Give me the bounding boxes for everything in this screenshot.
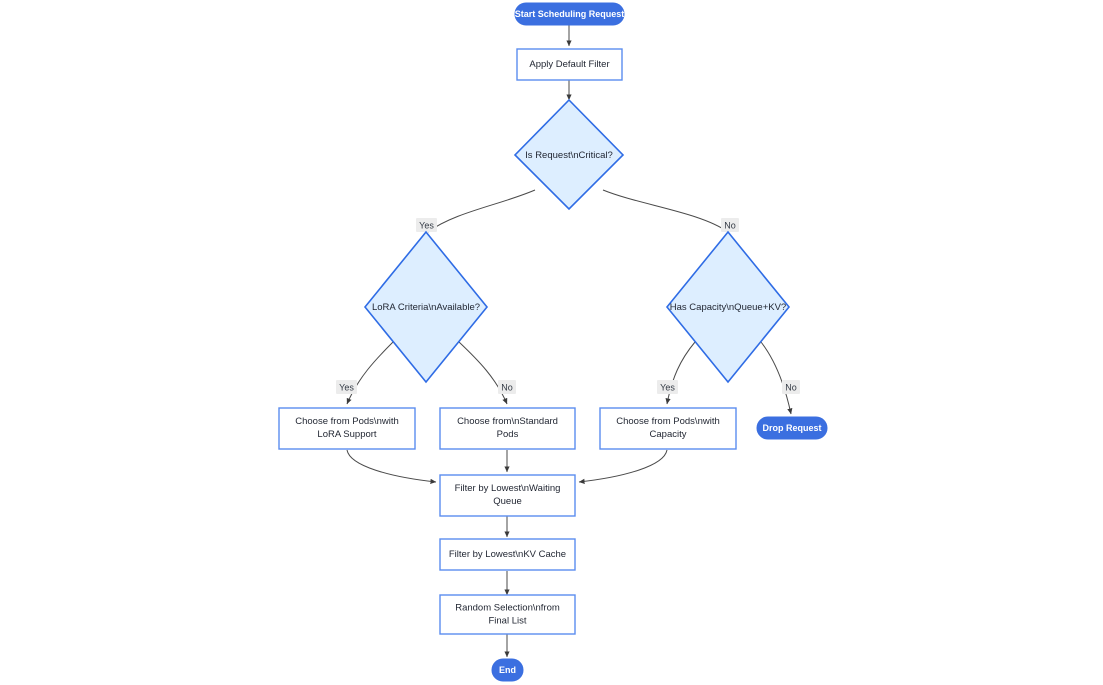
edge-label-lora-yes: Yes: [336, 380, 357, 394]
node-filter-kv-cache[interactable]: Filter by Lowest\nKV Cache: [439, 538, 576, 571]
node-choose-standard-pods-shape[interactable]: [439, 407, 576, 450]
node-start-label: Start Scheduling Request: [515, 9, 625, 19]
edge-label-text: Yes: [339, 382, 354, 392]
edge-label-critical-yes: Yes: [416, 218, 437, 232]
node-apply-default-filter-shape[interactable]: [516, 48, 623, 81]
node-end[interactable]: End: [491, 658, 524, 682]
edge-is-critical-to-lora-yes: [427, 189, 536, 233]
node-lora-criteria-available-shape[interactable]: [363, 230, 489, 384]
edge-is-critical-to-capacity-no: [602, 189, 729, 233]
node-choose-lora-pods[interactable]: Choose from Pods\nwith LoRA Support: [278, 407, 416, 450]
node-lora-criteria-available[interactable]: LoRA Criteria\nAvailable?: [363, 230, 489, 384]
node-filter-waiting-queue-shape[interactable]: [439, 474, 576, 517]
node-choose-standard-pods-line2: Pods: [497, 429, 519, 440]
node-end-shape[interactable]: [491, 658, 524, 682]
edge-labels-layer: Yes No Yes No Yes No: [336, 218, 800, 394]
edge-label-critical-no: No: [721, 218, 739, 232]
node-end-label: End: [499, 665, 516, 675]
node-filter-kv-cache-shape[interactable]: [439, 538, 576, 571]
edge-label-text: Yes: [419, 220, 434, 230]
edge-label-text: No: [785, 382, 797, 392]
node-is-request-critical-shape[interactable]: [513, 98, 625, 211]
edge-label-text: No: [724, 220, 736, 230]
node-choose-lora-pods-shape[interactable]: [278, 407, 416, 450]
node-random-selection-shape[interactable]: [439, 594, 576, 635]
node-random-selection-line1: Random Selection\nfrom: [455, 603, 560, 614]
edge-choose-capacity-to-filter-queue: [578, 449, 668, 484]
node-choose-capacity-pods-shape[interactable]: [599, 407, 737, 450]
node-choose-standard-pods-line1: Choose from\nStandard: [457, 416, 558, 427]
node-is-request-critical[interactable]: Is Request\nCritical?: [513, 98, 625, 211]
edge-label-lora-no: No: [498, 380, 516, 394]
edge-lora-to-choose-lora-yes: [346, 341, 394, 405]
node-has-capacity-label: Has Capacity\nQueue+KV?: [670, 302, 786, 313]
node-drop-request-shape[interactable]: [756, 416, 828, 440]
node-choose-capacity-pods-line1: Choose from Pods\nwith: [616, 416, 720, 427]
node-filter-waiting-queue-line1: Filter by Lowest\nWaiting: [455, 483, 561, 494]
edge-label-capacity-yes: Yes: [657, 380, 678, 394]
edge-label-text: Yes: [660, 382, 675, 392]
node-filter-kv-cache-label: Filter by Lowest\nKV Cache: [449, 549, 566, 560]
node-choose-standard-pods[interactable]: Choose from\nStandard Pods: [439, 407, 576, 450]
node-start-shape[interactable]: [514, 2, 625, 26]
node-random-selection-line2: Final List: [488, 616, 526, 627]
node-drop-request-label: Drop Request: [762, 423, 821, 433]
node-apply-default-filter-label: Apply Default Filter: [529, 59, 609, 70]
node-random-selection[interactable]: Random Selection\nfrom Final List: [439, 594, 576, 635]
node-choose-capacity-pods-line2: Capacity: [650, 429, 687, 440]
node-has-capacity[interactable]: Has Capacity\nQueue+KV?: [665, 230, 791, 384]
node-drop-request[interactable]: Drop Request: [756, 416, 828, 440]
edge-lora-to-choose-standard-no: [458, 341, 508, 405]
node-lora-criteria-available-label: LoRA Criteria\nAvailable?: [372, 302, 480, 313]
edge-label-text: No: [501, 382, 513, 392]
node-is-request-critical-label: Is Request\nCritical?: [525, 150, 613, 161]
edges-layer: [346, 25, 793, 658]
node-choose-lora-pods-line1: Choose from Pods\nwith: [295, 416, 399, 427]
edge-choose-lora-to-filter-queue: [346, 449, 437, 484]
edge-capacity-to-drop-request-no: [760, 341, 793, 415]
edge-label-capacity-no: No: [782, 380, 800, 394]
node-apply-default-filter[interactable]: Apply Default Filter: [516, 48, 623, 81]
node-filter-waiting-queue[interactable]: Filter by Lowest\nWaiting Queue: [439, 474, 576, 517]
edge-capacity-to-choose-capacity-yes: [665, 341, 696, 405]
node-choose-capacity-pods[interactable]: Choose from Pods\nwith Capacity: [599, 407, 737, 450]
node-filter-waiting-queue-line2: Queue: [493, 496, 522, 507]
node-start[interactable]: Start Scheduling Request: [514, 2, 625, 26]
node-choose-lora-pods-line2: LoRA Support: [317, 429, 377, 440]
node-has-capacity-shape[interactable]: [665, 230, 791, 384]
